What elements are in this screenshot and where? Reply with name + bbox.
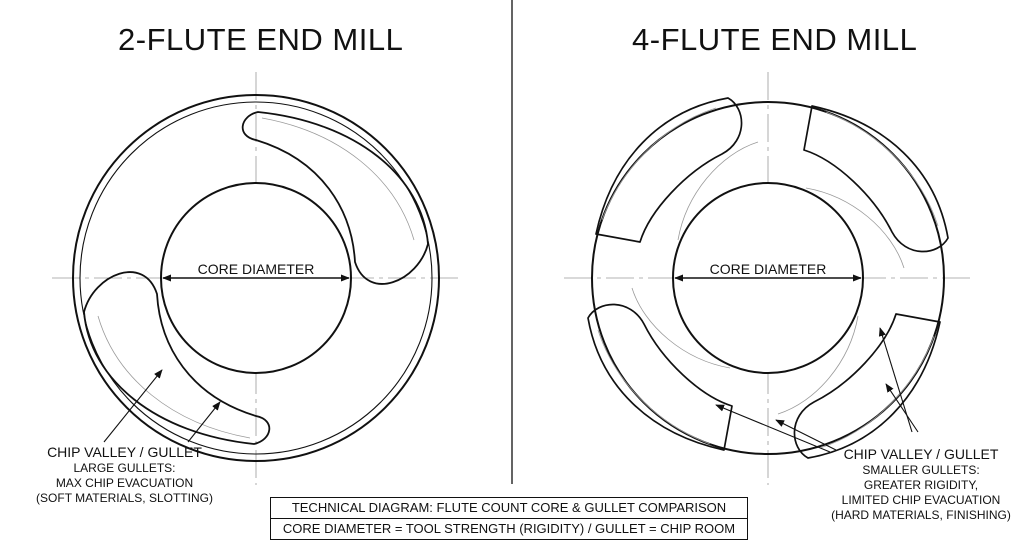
gullet-guides: [97, 117, 415, 439]
flute-gullet: [83, 111, 429, 445]
callout-line: SMALLER GULLETS:: [862, 463, 980, 477]
two-flute-cross-section: CORE DIAMETER: [52, 72, 462, 485]
caption-line-2: CORE DIAMETER = TOOL STRENGTH (RIGIDITY)…: [282, 521, 736, 536]
gullet-leader: [715, 404, 831, 453]
four-flute-title: 4-FLUTE END MILL: [632, 22, 918, 57]
four-flute-cross-section: CORE DIAMETER: [564, 72, 974, 485]
gullet-leader: [187, 401, 221, 443]
callout-line: (HARD MATERIALS, FINISHING): [831, 508, 1011, 522]
callout-line: GREATER RIGIDITY,: [863, 478, 979, 492]
gullet-leader: [885, 383, 919, 433]
gullet-leader: [775, 419, 837, 451]
core-diameter-label: CORE DIAMETER: [710, 261, 827, 277]
callout-heading: CHIP VALLEY / GULLET: [843, 446, 999, 462]
callout-line: LARGE GULLETS:: [73, 461, 176, 475]
callout-line: (SOFT MATERIALS, SLOTTING): [36, 491, 213, 505]
two-flute-gullet-callout: CHIP VALLEY / GULLET LARGE GULLETS: MAX …: [12, 444, 237, 506]
caption-box: TECHNICAL DIAGRAM: FLUTE COUNT CORE & GU…: [270, 497, 748, 540]
gullet-leader: [103, 369, 163, 443]
outer-diameter: [72, 94, 440, 462]
caption-line-1: TECHNICAL DIAGRAM: FLUTE COUNT CORE & GU…: [271, 498, 747, 519]
four-flute-gullet-callout: CHIP VALLEY / GULLET SMALLER GULLETS: GR…: [830, 446, 1012, 523]
callout-line: MAX CHIP EVACUATION: [55, 476, 194, 490]
callout-line: LIMITED CHIP EVACUATION: [841, 493, 1001, 507]
callout-heading: CHIP VALLEY / GULLET: [47, 444, 202, 460]
core-diameter-label: CORE DIAMETER: [198, 261, 315, 277]
two-flute-title: 2-FLUTE END MILL: [118, 22, 404, 57]
gullet-guides: [597, 107, 939, 449]
outer-margin: [79, 101, 433, 455]
outer-diameter: [591, 101, 945, 455]
